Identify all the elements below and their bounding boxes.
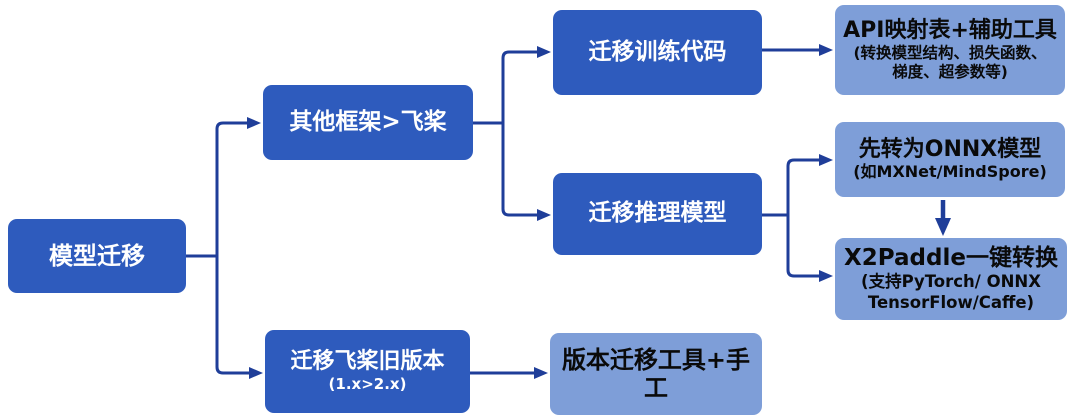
node-migrate-old-paddle: 迁移飞桨旧版本 (1.x>2.x) [265, 330, 470, 413]
node-model-migration-label: 模型迁移 [49, 241, 145, 270]
node-version-migration-tool: 版本迁移工具+手工 [550, 333, 762, 415]
node-migrate-training-code: 迁移训练代码 [553, 10, 762, 95]
node-convert-to-onnx: 先转为ONNX模型 (如MXNet/MindSpore) [835, 122, 1065, 197]
connector-other-to-training-code [501, 46, 551, 123]
node-convert-to-onnx-label: 先转为ONNX模型 [858, 136, 1042, 162]
node-other-frameworks-to-paddle: 其他框架>飞桨 [263, 85, 473, 160]
node-api-mapping-tools: API映射表+辅助工具 (转换模型结构、损失函数、 梯度、超参数等) [835, 5, 1065, 95]
connector-root-to-other-frameworks [215, 117, 261, 256]
node-api-mapping-tools-sublabel: (转换模型结构、损失函数、 梯度、超参数等) [853, 43, 1047, 81]
node-migrate-inference-model-label: 迁移推理模型 [588, 200, 727, 227]
node-x2paddle-conversion-label: X2Paddle一键转换 [844, 244, 1058, 271]
node-migrate-old-paddle-sublabel: (1.x>2.x) [328, 375, 407, 394]
node-migrate-inference-model: 迁移推理模型 [553, 173, 762, 255]
node-model-migration: 模型迁移 [8, 219, 186, 293]
node-x2paddle-conversion: X2Paddle一键转换 (支持PyTorch/ ONNX TensorFlow… [835, 238, 1067, 320]
node-version-migration-tool-label: 版本迁移工具+手工 [561, 345, 751, 402]
node-api-mapping-tools-label: API映射表+辅助工具 [843, 17, 1057, 43]
node-convert-to-onnx-sublabel: (如MXNet/MindSpore) [853, 162, 1047, 182]
node-migrate-training-code-label: 迁移训练代码 [588, 38, 727, 65]
connector-inference-to-onnx [786, 154, 833, 215]
node-migrate-old-paddle-label: 迁移飞桨旧版本 [290, 349, 445, 375]
node-other-frameworks-label: 其他框架>飞桨 [289, 108, 447, 135]
node-x2paddle-conversion-sublabel: (支持PyTorch/ ONNX TensorFlow/Caffe) [861, 271, 1041, 312]
connector-root-to-migrate-old [215, 256, 263, 379]
connector-inference-to-x2paddle [786, 215, 833, 282]
connector-other-to-inference-model [501, 123, 551, 221]
